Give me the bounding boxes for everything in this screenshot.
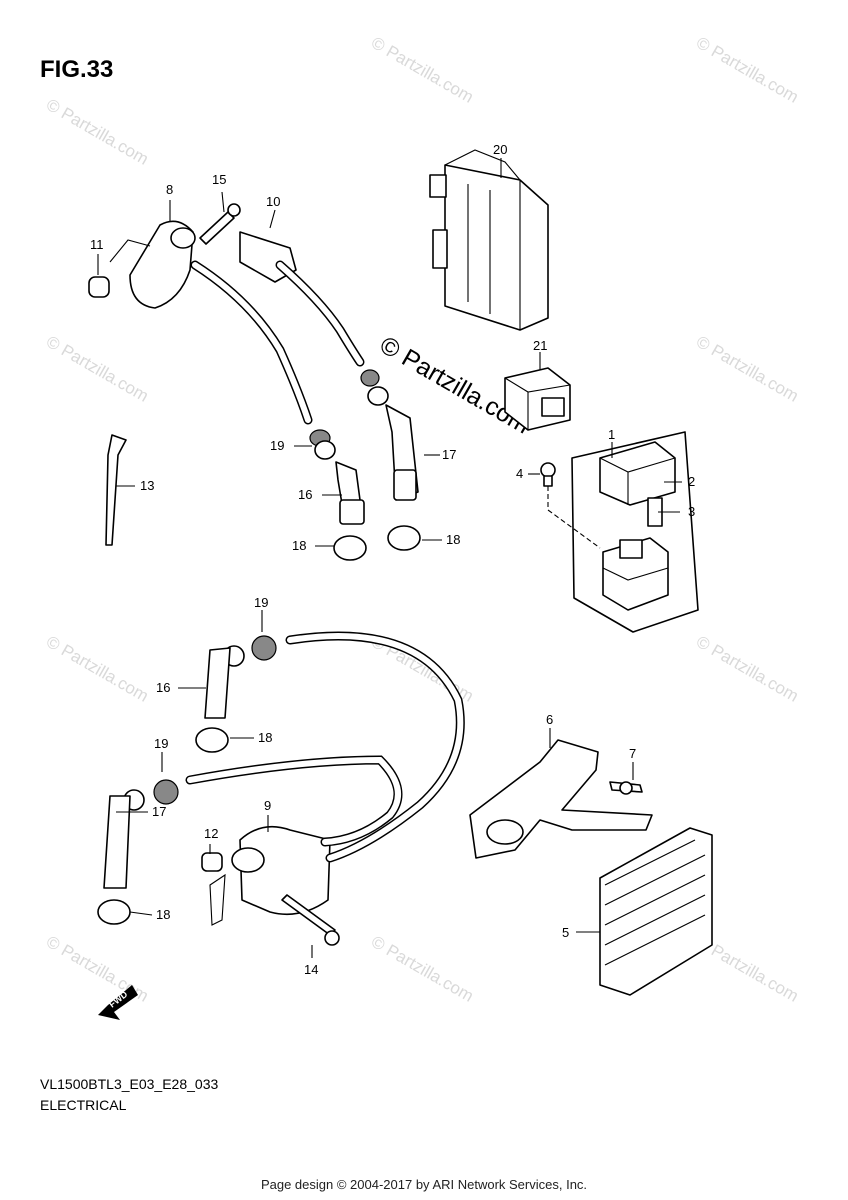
callout-18b: 18 bbox=[446, 532, 460, 547]
callout-16b: 16 bbox=[156, 680, 170, 695]
relay bbox=[504, 367, 571, 431]
upper-ignition-coil bbox=[88, 203, 297, 309]
upper-plug-caps bbox=[309, 369, 421, 561]
watermark-tile: © Partzilla.com bbox=[368, 932, 477, 1006]
callout-18a: 18 bbox=[292, 538, 306, 553]
callout-18d: 18 bbox=[156, 907, 170, 922]
callout-16a: 16 bbox=[298, 487, 312, 502]
cable-tie bbox=[105, 434, 127, 546]
callout-11: 11 bbox=[90, 237, 104, 252]
callout-17a: 17 bbox=[442, 447, 456, 462]
page-footer: Page design © 2004-2017 by ARI Network S… bbox=[260, 1177, 588, 1192]
callout-13: 13 bbox=[140, 478, 154, 493]
lower-ignition-coil bbox=[201, 825, 340, 946]
watermark-tile: © Partzilla.com bbox=[693, 33, 802, 107]
regulator-rectifier bbox=[599, 827, 713, 996]
callout-9: 9 bbox=[264, 798, 271, 813]
watermark-tile: © Partzilla.com bbox=[43, 632, 152, 706]
callout-10: 10 bbox=[266, 194, 280, 209]
callout-6: 6 bbox=[546, 712, 553, 727]
watermark-tile: © Partzilla.com bbox=[43, 95, 152, 169]
section-name-caption: ELECTRICAL bbox=[40, 1097, 127, 1113]
small-screw bbox=[540, 462, 601, 549]
callout-20: 20 bbox=[493, 142, 507, 157]
callout-12: 12 bbox=[204, 826, 218, 841]
callout-2: 2 bbox=[688, 474, 695, 489]
callout-4: 4 bbox=[516, 466, 523, 481]
callout-leaders bbox=[97, 158, 682, 958]
model-code-caption: VL1500BTL3_E03_E28_033 bbox=[40, 1076, 219, 1092]
ecm-unit bbox=[429, 149, 549, 331]
watermark-tile: © Partzilla.com bbox=[693, 632, 802, 706]
callout-18c: 18 bbox=[258, 730, 272, 745]
callout-8: 8 bbox=[166, 182, 173, 197]
starter-relay-assembly bbox=[571, 431, 699, 633]
regulator-bracket bbox=[469, 739, 653, 859]
callout-1: 1 bbox=[608, 427, 615, 442]
watermark-tile: © Partzilla.com bbox=[693, 332, 802, 406]
callout-14: 14 bbox=[304, 962, 318, 977]
callout-17b: 17 bbox=[152, 804, 166, 819]
callout-numbers: 20 21 1 4 2 3 8 15 10 11 13 19 16 17 18 … bbox=[90, 142, 695, 977]
watermark-tile: © Partzilla.com bbox=[43, 332, 152, 406]
callout-19b: 19 bbox=[254, 595, 268, 610]
callout-3: 3 bbox=[688, 504, 695, 519]
callout-21: 21 bbox=[533, 338, 547, 353]
figure-title: FIG.33 bbox=[40, 56, 114, 83]
callout-7: 7 bbox=[629, 746, 636, 761]
lower-plug-caps bbox=[97, 635, 277, 925]
callout-15: 15 bbox=[212, 172, 226, 187]
callout-19c: 19 bbox=[154, 736, 168, 751]
watermark-tile: © Partzilla.com bbox=[368, 33, 477, 107]
callout-5: 5 bbox=[562, 925, 569, 940]
callout-19a: 19 bbox=[270, 438, 284, 453]
